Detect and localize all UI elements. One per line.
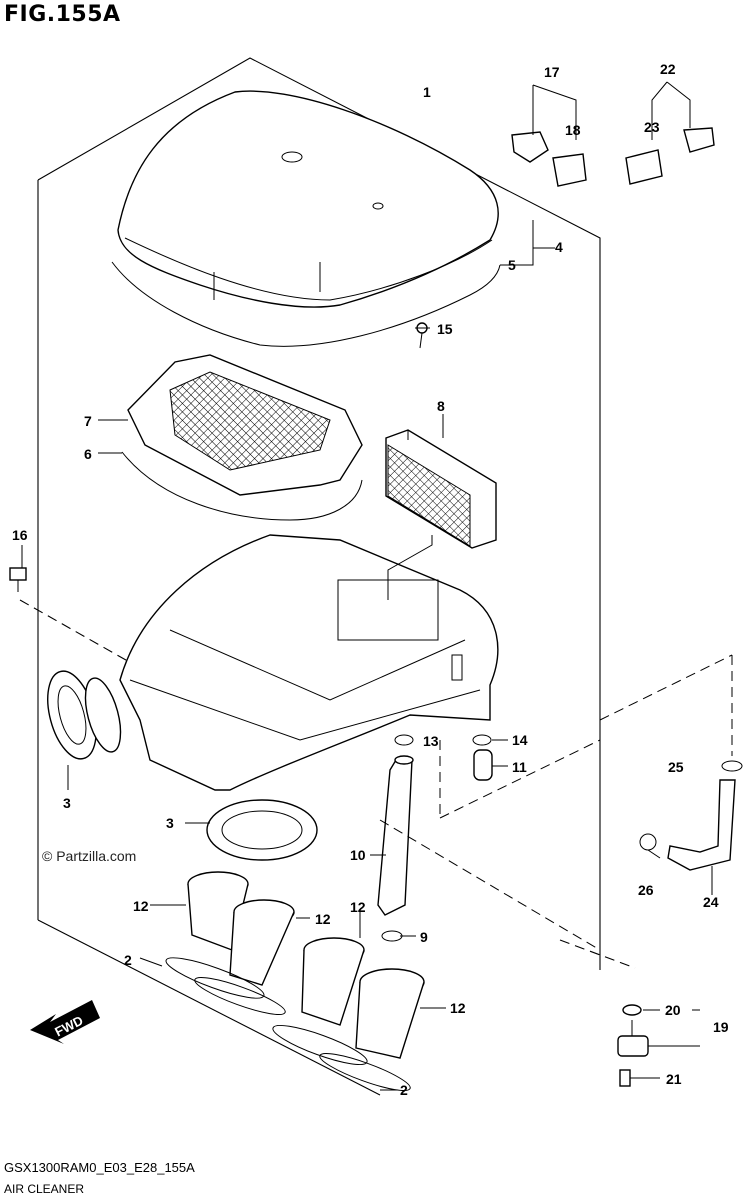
callout-23: 23 <box>644 119 660 135</box>
callout-16: 16 <box>12 527 28 543</box>
bolt-16 <box>9 567 27 592</box>
section-name: AIR CLEANER <box>4 1182 85 1196</box>
clamp-upper <box>165 957 286 1015</box>
callout-15: 15 <box>437 321 453 337</box>
callout-20: 20 <box>665 1002 681 1018</box>
air-filter-element <box>385 429 497 549</box>
plug-11 <box>473 749 493 781</box>
sensor-cap-18 <box>552 153 587 187</box>
callout-13: 13 <box>423 733 439 749</box>
callout-6: 6 <box>84 446 92 462</box>
clip-13 <box>394 734 414 746</box>
sensor-22 <box>683 127 715 153</box>
callout-2-lower: 2 <box>400 1082 408 1098</box>
callout-12-a: 12 <box>133 898 149 914</box>
callout-2-upper: 2 <box>124 952 132 968</box>
callout-labels: 1 2 2 3 3 4 5 6 7 8 9 10 11 12 12 12 12 … <box>12 61 729 1098</box>
callout-3-right: 3 <box>166 815 174 831</box>
callout-11: 11 <box>512 759 527 775</box>
clip-26 <box>639 833 657 851</box>
sensor-cap-23 <box>625 149 663 185</box>
drain-hose-10 <box>377 755 414 916</box>
callout-8: 8 <box>437 398 445 414</box>
callout-12-c: 12 <box>350 899 366 915</box>
intake-duct-left <box>47 670 122 760</box>
sensor-17 <box>511 131 549 163</box>
intake-funnel-2 <box>229 899 295 986</box>
intake-duct-right <box>206 799 318 861</box>
valve-19 <box>617 1020 649 1057</box>
callout-18: 18 <box>565 122 581 138</box>
callout-3-left: 3 <box>63 795 71 811</box>
breather-hose-24 <box>667 779 736 871</box>
fwd-label: FWD <box>52 1013 85 1040</box>
air-cleaner-case <box>119 534 499 791</box>
leader-lines <box>21 81 733 1091</box>
callout-25: 25 <box>668 759 684 775</box>
screw-15 <box>416 322 428 349</box>
model-code: GSX1300RAM0_E03_E28_155A <box>4 1160 195 1175</box>
callout-12-d: 12 <box>450 1000 466 1016</box>
intake-funnel-3 <box>301 937 365 1026</box>
callout-14: 14 <box>512 732 528 748</box>
callout-17: 17 <box>544 64 560 80</box>
clip-14 <box>472 734 492 746</box>
callout-7: 7 <box>84 413 92 429</box>
element-frame <box>121 354 363 521</box>
callout-12-b: 12 <box>315 911 331 927</box>
air-cleaner-cap <box>117 90 499 308</box>
washer-20 <box>622 1004 642 1016</box>
cap-seal <box>111 261 501 347</box>
callout-5: 5 <box>508 257 516 273</box>
callout-22: 22 <box>660 61 676 77</box>
fwd-arrow-icon: FWD <box>30 1000 100 1044</box>
callout-21: 21 <box>666 1071 682 1087</box>
callout-9: 9 <box>420 929 428 945</box>
callout-10: 10 <box>350 847 366 863</box>
watermark: © Partzilla.com <box>42 848 137 864</box>
callout-24: 24 <box>703 894 719 910</box>
screw-21 <box>619 1069 631 1087</box>
callout-19: 19 <box>713 1019 729 1035</box>
clamp-lower <box>272 1024 411 1091</box>
intake-funnel-4 <box>355 968 425 1059</box>
callout-4: 4 <box>555 239 563 255</box>
clip-9 <box>381 930 403 942</box>
figure-title: FIG.155A <box>4 2 121 27</box>
callout-26: 26 <box>638 882 654 898</box>
clip-25 <box>721 760 743 772</box>
callout-1: 1 <box>423 84 431 100</box>
